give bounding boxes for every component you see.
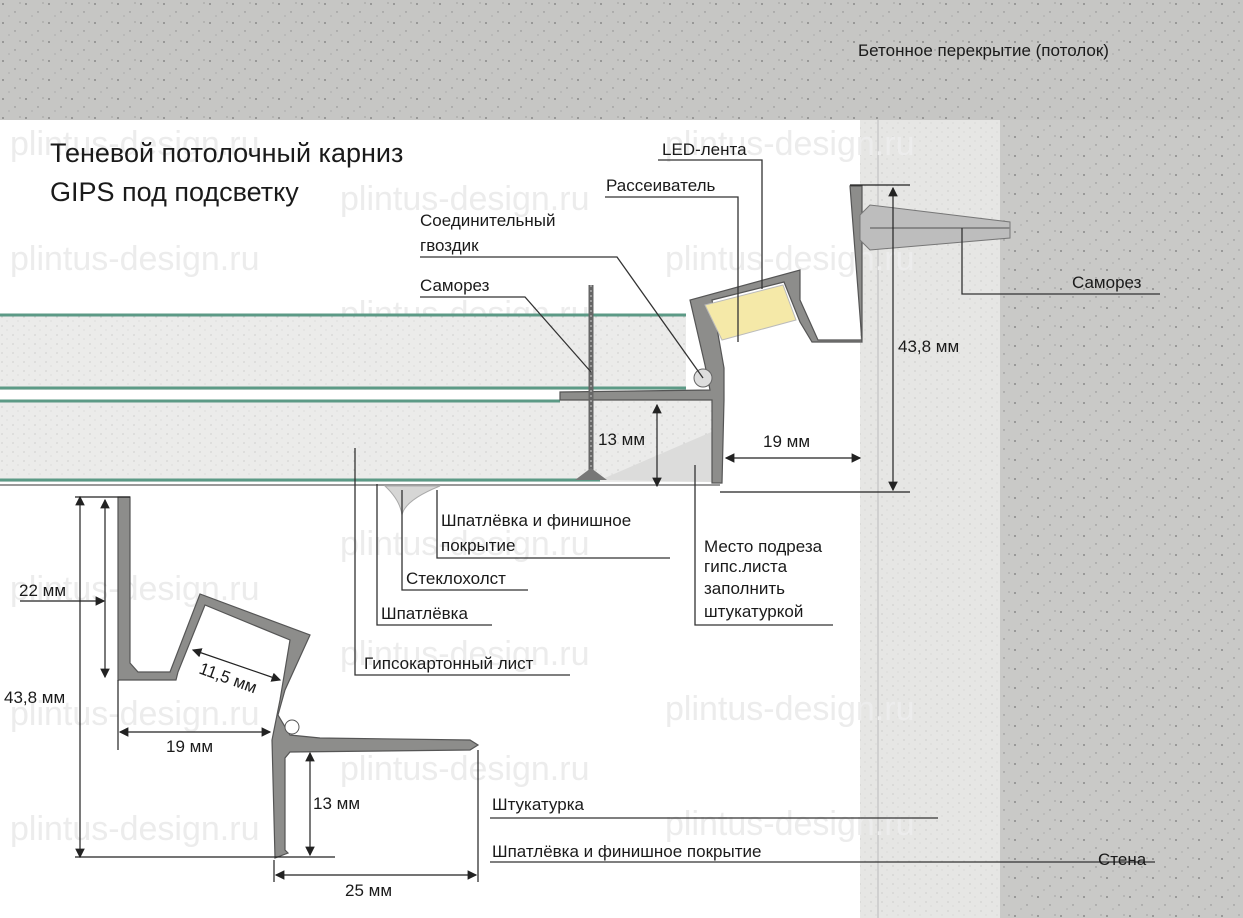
- profile-section: [117, 496, 480, 859]
- label-fiberglass: Стеклохолст: [406, 569, 506, 588]
- dim-top-43-8: 43,8 мм: [898, 337, 959, 356]
- label-nail-2: гвоздик: [420, 236, 479, 255]
- dim-bot-25: 25 мм: [345, 881, 392, 900]
- drywall-boards: [0, 313, 720, 516]
- dim-bot-43-8: 43,8 мм: [4, 688, 65, 707]
- svg-text:plintus-design.ru: plintus-design.ru: [10, 125, 259, 163]
- svg-text:plintus-design.ru: plintus-design.ru: [665, 690, 914, 728]
- screw-icon: [575, 285, 607, 480]
- leader-lines: [354, 159, 1160, 863]
- title-line-2: GIPS под подсветку: [50, 177, 299, 207]
- svg-text:plintus-design.ru: plintus-design.ru: [10, 240, 259, 278]
- svg-text:plintus-design.ru: plintus-design.ru: [340, 750, 589, 788]
- label-screw-right: Саморез: [1072, 273, 1142, 292]
- label-nail-1: Соединительный: [420, 211, 555, 230]
- label-cut-2: гипс.листа: [704, 557, 788, 576]
- dim-top-19: 19 мм: [763, 432, 810, 451]
- label-cut-1: Место подреза: [704, 537, 823, 556]
- svg-text:plintus-design.ru: plintus-design.ru: [340, 635, 589, 673]
- dim-bot-11-5: 11,5 мм: [197, 659, 260, 697]
- svg-text:plintus-design.ru: plintus-design.ru: [10, 810, 259, 848]
- label-putty-finish-1: Шпатлёвка и финишное: [441, 511, 631, 530]
- label-diffuser: Рассеиватель: [606, 176, 716, 195]
- label-ceiling: Бетонное перекрытие (потолок): [858, 41, 1109, 60]
- svg-text:plintus-design.ru: plintus-design.ru: [665, 805, 914, 843]
- dim-bot-13: 13 мм: [313, 794, 360, 813]
- dim-top-13: 13 мм: [598, 430, 645, 449]
- label-putty-finish-2: покрытие: [441, 536, 516, 555]
- label-wall: Стена: [1098, 850, 1147, 869]
- svg-text:plintus-design.ru: plintus-design.ru: [340, 180, 589, 218]
- dim-bot-19: 19 мм: [166, 737, 213, 756]
- svg-text:plintus-design.ru: plintus-design.ru: [10, 695, 259, 733]
- dimension-lines: [20, 184, 910, 882]
- label-cut-4: штукатуркой: [704, 602, 803, 621]
- label-putty-finish-wall: Шпатлёвка и финишное покрытие: [492, 842, 761, 861]
- svg-text:plintus-design.ru: plintus-design.ru: [665, 125, 914, 163]
- label-drywall: Гипсокартонный лист: [364, 654, 534, 673]
- svg-text:plintus-design.ru: plintus-design.ru: [340, 525, 589, 563]
- label-plaster: Штукатурка: [492, 795, 585, 814]
- label-cut-3: заполнить: [704, 579, 785, 598]
- label-putty: Шпатлёвка: [381, 604, 468, 623]
- label-screw-left: Саморез: [420, 276, 490, 295]
- title-line-1: Теневой потолочный карниз: [50, 138, 403, 168]
- dim-bot-22: 22 мм: [19, 581, 66, 600]
- label-led: LED-лента: [662, 140, 747, 159]
